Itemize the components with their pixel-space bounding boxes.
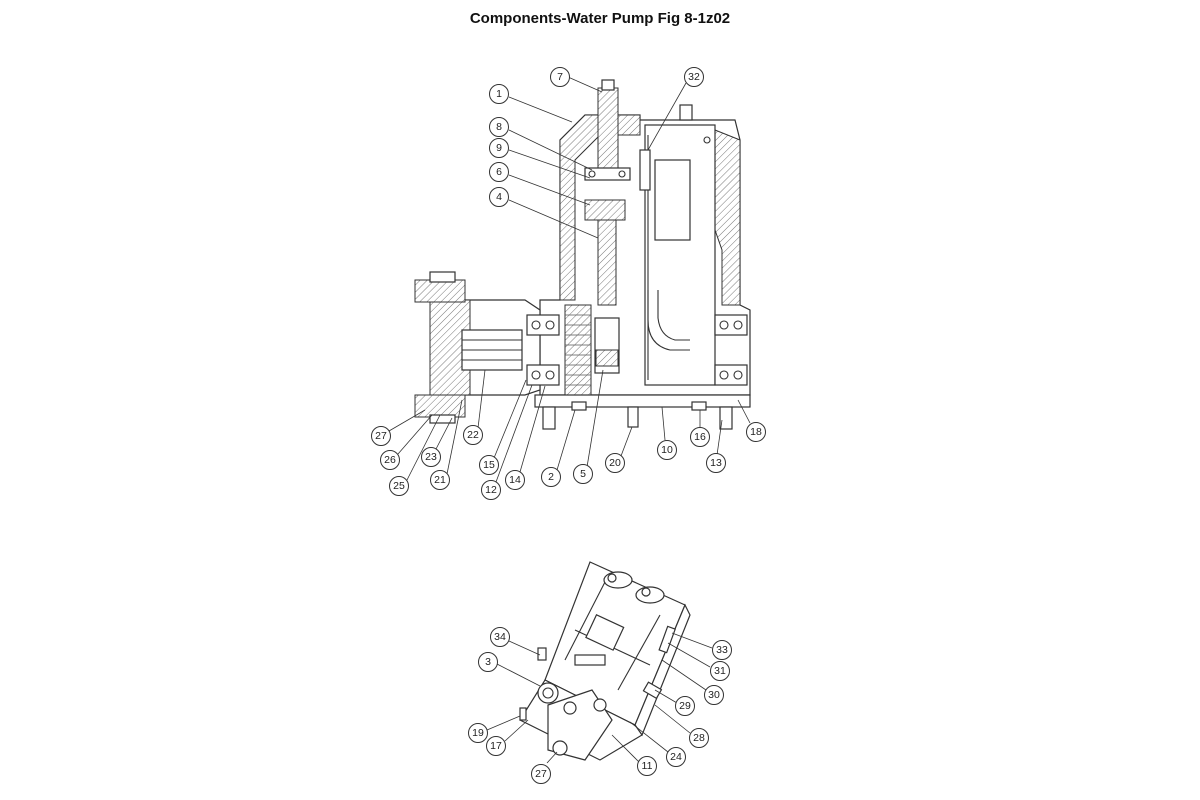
svg-text:7: 7 xyxy=(557,71,563,83)
svg-text:20: 20 xyxy=(609,457,621,469)
svg-text:17: 17 xyxy=(490,740,502,752)
callout-5: 5 xyxy=(573,464,593,484)
section-view xyxy=(414,79,751,430)
svg-text:10: 10 xyxy=(661,444,673,456)
svg-text:9: 9 xyxy=(496,142,502,154)
callout-6: 6 xyxy=(489,162,509,182)
callout-26: 26 xyxy=(380,450,400,470)
callouts: 7 32 1 8 9 6 4 27 26 25 23 21 22 15 12 1… xyxy=(371,67,766,784)
callout-27: 27 xyxy=(371,426,391,446)
callout-23: 23 xyxy=(421,447,441,467)
svg-text:8: 8 xyxy=(496,121,502,133)
callout-20: 20 xyxy=(605,453,625,473)
callout-21: 21 xyxy=(430,470,450,490)
svg-text:27: 27 xyxy=(535,768,547,780)
callout-27-iso: 27 xyxy=(531,764,551,784)
svg-text:19: 19 xyxy=(472,727,484,739)
svg-text:22: 22 xyxy=(467,429,479,441)
svg-text:34: 34 xyxy=(494,631,506,643)
svg-text:29: 29 xyxy=(679,700,691,712)
callout-34: 34 xyxy=(490,627,510,647)
svg-text:23: 23 xyxy=(425,451,437,463)
svg-text:18: 18 xyxy=(750,426,762,438)
isometric-view xyxy=(519,561,691,761)
svg-text:21: 21 xyxy=(434,474,446,486)
callout-33: 33 xyxy=(712,640,732,660)
svg-text:14: 14 xyxy=(509,474,521,486)
callout-13: 13 xyxy=(706,453,726,473)
callout-19: 19 xyxy=(468,723,488,743)
svg-text:25: 25 xyxy=(393,480,405,492)
callout-25: 25 xyxy=(389,476,409,496)
svg-text:27: 27 xyxy=(375,430,387,442)
callout-12: 12 xyxy=(481,480,501,500)
svg-text:6: 6 xyxy=(496,166,502,178)
callout-10: 10 xyxy=(657,440,677,460)
callout-29: 29 xyxy=(675,696,695,716)
callout-22: 22 xyxy=(463,425,483,445)
svg-text:26: 26 xyxy=(384,454,396,466)
svg-text:2: 2 xyxy=(548,471,554,483)
svg-text:30: 30 xyxy=(708,689,720,701)
svg-text:16: 16 xyxy=(694,431,706,443)
svg-text:11: 11 xyxy=(642,760,653,772)
page-title: Components-Water Pump Fig 8-1z02 xyxy=(469,10,731,27)
callout-11: 11 xyxy=(637,756,657,776)
svg-text:33: 33 xyxy=(716,644,728,656)
svg-text:31: 31 xyxy=(714,665,726,677)
callout-4: 4 xyxy=(489,187,509,207)
callout-15: 15 xyxy=(479,455,499,475)
svg-text:3: 3 xyxy=(485,656,491,668)
svg-text:32: 32 xyxy=(688,71,700,83)
svg-text:15: 15 xyxy=(483,459,495,471)
callout-1: 1 xyxy=(489,84,509,104)
svg-text:13: 13 xyxy=(710,457,722,469)
callout-17: 17 xyxy=(486,736,506,756)
leader-lines xyxy=(388,76,751,764)
callout-32: 32 xyxy=(684,67,704,87)
callout-24: 24 xyxy=(666,747,686,767)
callout-14: 14 xyxy=(505,470,525,490)
callout-9: 9 xyxy=(489,138,509,158)
svg-text:4: 4 xyxy=(496,191,502,203)
callout-8: 8 xyxy=(489,117,509,137)
svg-text:1: 1 xyxy=(496,88,502,100)
svg-text:28: 28 xyxy=(693,732,705,744)
callout-18: 18 xyxy=(746,422,766,442)
svg-text:5: 5 xyxy=(580,468,586,480)
svg-text:12: 12 xyxy=(485,484,497,496)
callout-28: 28 xyxy=(689,728,709,748)
callout-30: 30 xyxy=(704,685,724,705)
callout-31: 31 xyxy=(710,661,730,681)
callout-16: 16 xyxy=(690,427,710,447)
callout-3: 3 xyxy=(478,652,498,672)
callout-2: 2 xyxy=(541,467,561,487)
svg-text:24: 24 xyxy=(670,751,682,763)
callout-7: 7 xyxy=(550,67,570,87)
